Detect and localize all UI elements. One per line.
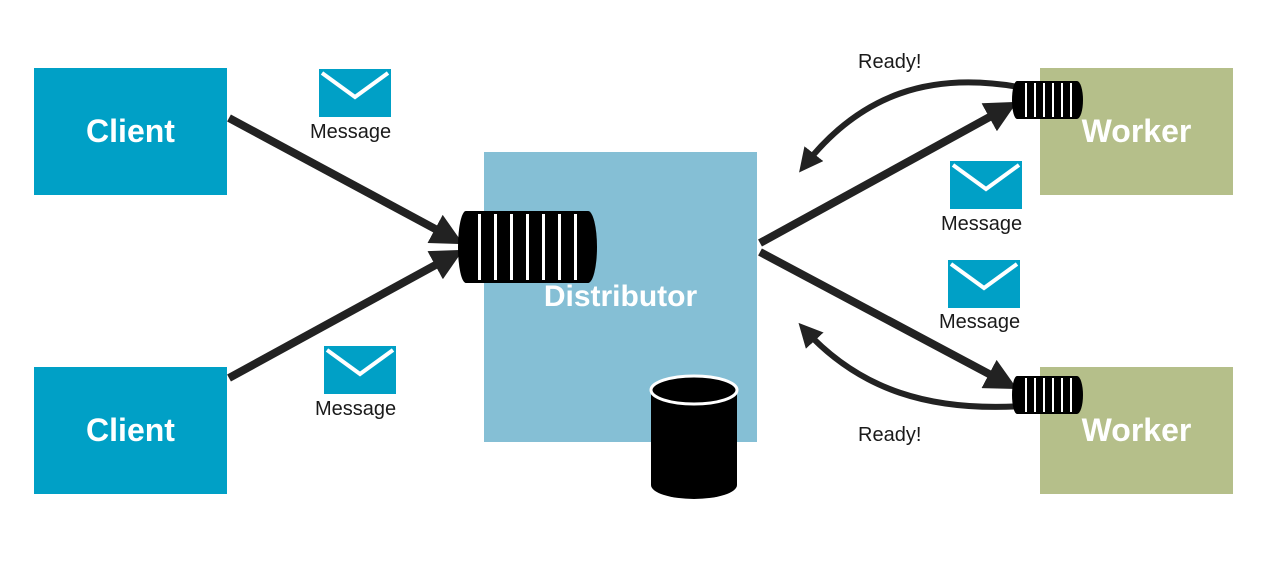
arrow-distributor-to-worker-bottom bbox=[758, 248, 1018, 390]
queue-icon bbox=[1012, 376, 1083, 414]
envelope-icon bbox=[322, 344, 398, 396]
worker-label: Worker bbox=[1081, 412, 1192, 448]
client-label: Client bbox=[86, 412, 175, 448]
ready-arrow-bottom bbox=[798, 322, 1025, 410]
distributor-label: Distributor bbox=[543, 280, 698, 313]
envelope-icon bbox=[948, 159, 1024, 211]
queue-icon bbox=[1012, 81, 1083, 119]
ready-arrow-top bbox=[799, 79, 1025, 173]
message-label: Message bbox=[310, 121, 392, 143]
client-label: Client bbox=[86, 113, 175, 149]
database-icon bbox=[649, 374, 739, 499]
arrow-distributor-to-worker-top bbox=[758, 101, 1018, 247]
message-label: Message bbox=[315, 398, 397, 420]
queue-icon bbox=[458, 211, 597, 283]
ready-label: Ready! bbox=[858, 51, 922, 73]
ready-label: Ready! bbox=[858, 424, 922, 446]
client-node-top: Client bbox=[34, 68, 227, 195]
client-node-bottom: Client bbox=[34, 367, 227, 494]
envelope-icon bbox=[946, 258, 1022, 310]
arrow-client-bottom-to-distributor bbox=[227, 249, 464, 382]
worker-label: Worker bbox=[1081, 113, 1192, 149]
arrow-client-top-to-distributor bbox=[227, 114, 464, 245]
envelope-icon bbox=[317, 67, 393, 119]
message-label: Message bbox=[939, 311, 1021, 333]
message-label: Message bbox=[941, 213, 1023, 235]
